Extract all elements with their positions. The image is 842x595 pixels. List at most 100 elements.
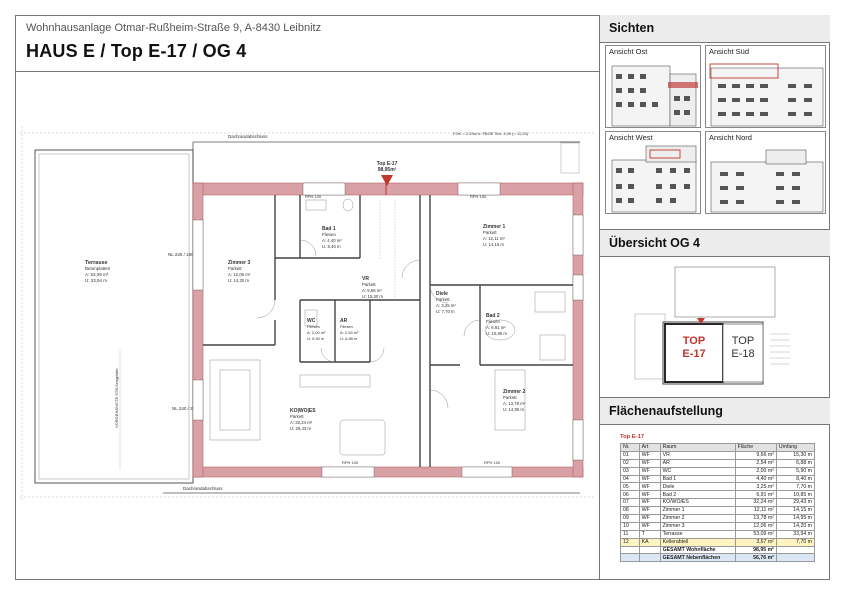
- svg-text:U: 14,20 m: U: 14,20 m: [228, 278, 249, 283]
- svg-text:Fliesen: Fliesen: [307, 324, 320, 329]
- view-north[interactable]: Ansicht Nord: [705, 131, 826, 214]
- dachrand-top-label: Dachrandabschluss: [228, 134, 268, 139]
- svg-text:A: 2,54 m²: A: 2,54 m²: [340, 330, 359, 335]
- entrance-marker: [381, 175, 393, 186]
- svg-text:Fliesen: Fliesen: [340, 324, 353, 329]
- svg-text:Bad 1: Bad 1: [322, 226, 336, 232]
- room-kowoes: KO|WO|ES Parkett A: 32,24 m² U: 29,43 m: [290, 408, 316, 431]
- svg-text:U: 8,40 m: U: 8,40 m: [322, 244, 341, 249]
- svg-text:A: 12,11 m²: A: 12,11 m²: [483, 236, 505, 241]
- svg-text:KO|WO|ES: KO|WO|ES: [290, 408, 316, 414]
- overview-unit-b-line1: TOP: [732, 335, 754, 347]
- room-bad-2: Bad 2 Fliesen A: 6,91 m² U: 10,85 m: [486, 313, 507, 336]
- svg-text:A: 9,66 m²: A: 9,66 m²: [362, 288, 382, 293]
- room-vr: VR Parkett A: 9,66 m² U: 15,30 m: [362, 276, 383, 299]
- floor-plan: Dachrandabschluss Dachrandabschluss FOK …: [20, 126, 595, 500]
- west-elevation-drawing: [611, 145, 697, 213]
- room-ar: AR Fliesen A: 2,54 m² U: 6,88 m: [340, 318, 359, 341]
- view-west[interactable]: Ansicht West: [605, 131, 701, 214]
- area-table-header: Nr. Art Raum Fläche Umfang: [620, 443, 816, 452]
- view-east[interactable]: Ansicht Ost: [605, 45, 701, 128]
- col-umfang: Umfang: [775, 443, 816, 452]
- room-zimmer-3: Zimmer 3 Parkett A: 12,06 m² U: 14,20 m: [228, 260, 251, 283]
- svg-text:U: 15,30 m: U: 15,30 m: [362, 294, 383, 299]
- svg-text:U: 6,88 m: U: 6,88 m: [340, 336, 358, 341]
- area-table-label: Top E-17: [620, 434, 645, 440]
- drawing-sheet: [15, 15, 830, 580]
- views-title: Sichten: [600, 15, 830, 43]
- window-tag-nl225: NL 225 / 180: [168, 252, 194, 257]
- room-zimmer-2: Zimmer 2 Parkett A: 13,78 m² U: 14,95 m: [503, 389, 526, 412]
- tag-rph-3: RPH 100: [342, 460, 359, 465]
- room-zimmer-1: Zimmer 1 Parkett A: 12,11 m² U: 14,15 m: [483, 224, 505, 247]
- svg-text:AR: AR: [340, 318, 348, 324]
- header-divider: [15, 71, 600, 72]
- unit-area: 98,95m²: [378, 167, 397, 173]
- window-tag-nl240: NL 240 / 240: [172, 406, 198, 411]
- svg-text:A: 32,24 m²: A: 32,24 m²: [290, 420, 313, 425]
- svg-text:A: 2,00 m²: A: 2,00 m²: [307, 330, 326, 335]
- svg-text:U: 7,70 m: U: 7,70 m: [436, 309, 455, 314]
- page-title: HAUS E / Top E-17 / OG 4: [26, 41, 247, 61]
- fok-note: FOK = 2,29m ü. FBOK Terr. 3,09 (= 11,24): [453, 131, 529, 136]
- exterior-walls: [192, 182, 584, 478]
- svg-text:A: 4,40 m²: A: 4,40 m²: [322, 238, 342, 243]
- overview-plan-drawing: TOP E-17 TOP E-18: [634, 266, 790, 385]
- svg-text:Zimmer 2: Zimmer 2: [503, 389, 525, 395]
- east-elevation-drawing: [611, 65, 698, 127]
- svg-text:Fliesen: Fliesen: [486, 319, 500, 324]
- svg-text:U: 14,95 m: U: 14,95 m: [503, 407, 524, 412]
- svg-text:A: 6,91 m²: A: 6,91 m²: [486, 325, 506, 330]
- overview-title: Übersicht OG 4: [600, 229, 830, 257]
- view-south-label: Ansicht Süd: [709, 47, 750, 56]
- svg-text:Diele: Diele: [436, 291, 448, 297]
- svg-text:WC: WC: [307, 318, 316, 324]
- col-art: Art: [638, 443, 661, 452]
- svg-text:Parkett: Parkett: [362, 282, 376, 287]
- svg-text:U: 10,85 m: U: 10,85 m: [486, 331, 507, 336]
- svg-text:Parkett: Parkett: [436, 297, 450, 302]
- overview-unit-a-line2: E-17: [682, 348, 705, 360]
- svg-text:A: 3,25 m²: A: 3,25 m²: [436, 303, 456, 308]
- col-flaeche: Fläche: [734, 443, 777, 452]
- svg-text:Bad 2: Bad 2: [486, 313, 500, 319]
- room-diele: Diele Parkett A: 3,25 m² U: 7,70 m: [436, 291, 456, 314]
- overview-plan[interactable]: TOP E-17 TOP E-18: [630, 262, 810, 392]
- panel-divider: [599, 15, 600, 580]
- terrace-label: Terrasse: [85, 260, 108, 266]
- overview-unit-a-line1: TOP: [683, 335, 705, 347]
- svg-text:Zimmer 1: Zimmer 1: [483, 224, 505, 230]
- terrace-floor: Betonplatten: [85, 266, 111, 271]
- svg-text:Parkett: Parkett: [290, 414, 304, 419]
- room-bad-1: Bad 1 Fliesen A: 4,40 m² U: 8,40 m: [322, 226, 342, 249]
- tag-rph-2: RPH 150: [470, 194, 487, 199]
- svg-text:A: 13,78 m²: A: 13,78 m²: [503, 401, 526, 406]
- unit-label: Top E-17: [377, 161, 398, 167]
- terrace-perimeter: U: 33,94 m: [85, 278, 107, 283]
- col-raum: Raum: [659, 443, 736, 452]
- terrace-area: A: 53,09 m²: [85, 272, 109, 277]
- col-nr: Nr.: [620, 443, 640, 452]
- view-south[interactable]: Ansicht Süd: [705, 45, 826, 128]
- svg-text:U: 14,15 m: U: 14,15 m: [483, 242, 504, 247]
- svg-text:A: 12,06 m²: A: 12,06 m²: [228, 272, 251, 277]
- north-elevation-drawing: [710, 149, 824, 213]
- svg-text:VR: VR: [362, 276, 369, 282]
- dachrand-bottom-label: Dachrandabschluss: [183, 486, 223, 491]
- tag-rph-4: RPH 100: [484, 460, 501, 465]
- view-west-label: Ansicht West: [609, 133, 653, 142]
- tag-rph-1: RPH 100: [305, 194, 322, 199]
- view-east-label: Ansicht Ost: [609, 47, 648, 56]
- svg-text:Fliesen: Fliesen: [322, 232, 336, 237]
